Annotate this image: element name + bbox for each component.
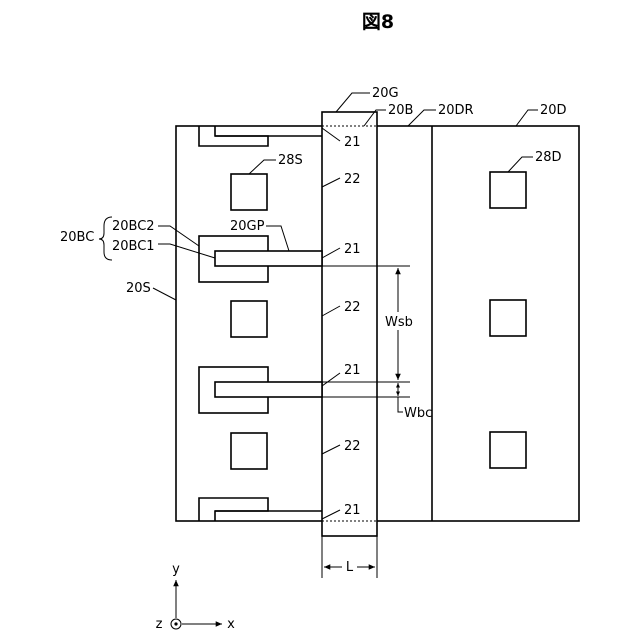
label-22-a: 22 — [344, 172, 361, 187]
drain-contact-2 — [490, 300, 526, 336]
z-axis-dot — [174, 622, 177, 625]
label-20bc: 20BC — [60, 230, 94, 245]
label-20bc2: 20BC2 — [112, 219, 155, 234]
leader-20gp — [266, 226, 289, 251]
label-20dr: 20DR — [438, 103, 474, 118]
leader-28d — [508, 157, 533, 172]
drain-contact-3 — [490, 432, 526, 468]
label-20s: 20S — [126, 281, 151, 296]
leader-20bc2 — [158, 226, 199, 246]
brace-20bc — [99, 217, 112, 260]
label-28d: 28D — [535, 150, 562, 165]
axis-label-y: y — [172, 562, 180, 577]
leader-20g — [336, 93, 370, 112]
axis-label-z: z — [156, 617, 163, 632]
source-contact-3 — [231, 433, 267, 469]
gate-finger-2 — [215, 382, 322, 397]
l-label: L — [346, 560, 354, 575]
label-20g: 20G — [372, 86, 399, 101]
drain-contact-1 — [490, 172, 526, 208]
label-21-b: 21 — [344, 242, 361, 257]
leader-20s — [153, 288, 176, 300]
label-21-c: 21 — [344, 363, 361, 378]
wsb-label: Wsb — [385, 315, 413, 330]
axis-label-x: x — [227, 617, 235, 632]
label-21-d: 21 — [344, 503, 361, 518]
label-20b: 20B — [388, 103, 413, 118]
leader-28s — [249, 160, 276, 174]
label-20bc1: 20BC1 — [112, 239, 155, 254]
label-22-b: 22 — [344, 300, 361, 315]
label-20gp: 20GP — [230, 219, 265, 234]
label-20d: 20D — [540, 103, 567, 118]
source-contact-2 — [231, 301, 267, 337]
source-contact-1 — [231, 174, 267, 210]
label-28s: 28S — [278, 153, 303, 168]
figure-title: 図8 — [362, 11, 394, 33]
wbc-label: Wbc — [404, 406, 432, 421]
gate-finger-1 — [215, 251, 322, 266]
label-21-a: 21 — [344, 135, 361, 150]
label-22-c: 22 — [344, 439, 361, 454]
leader-20d — [516, 110, 538, 126]
wbc-leader — [398, 397, 403, 412]
body-contact-bottom — [199, 498, 268, 521]
